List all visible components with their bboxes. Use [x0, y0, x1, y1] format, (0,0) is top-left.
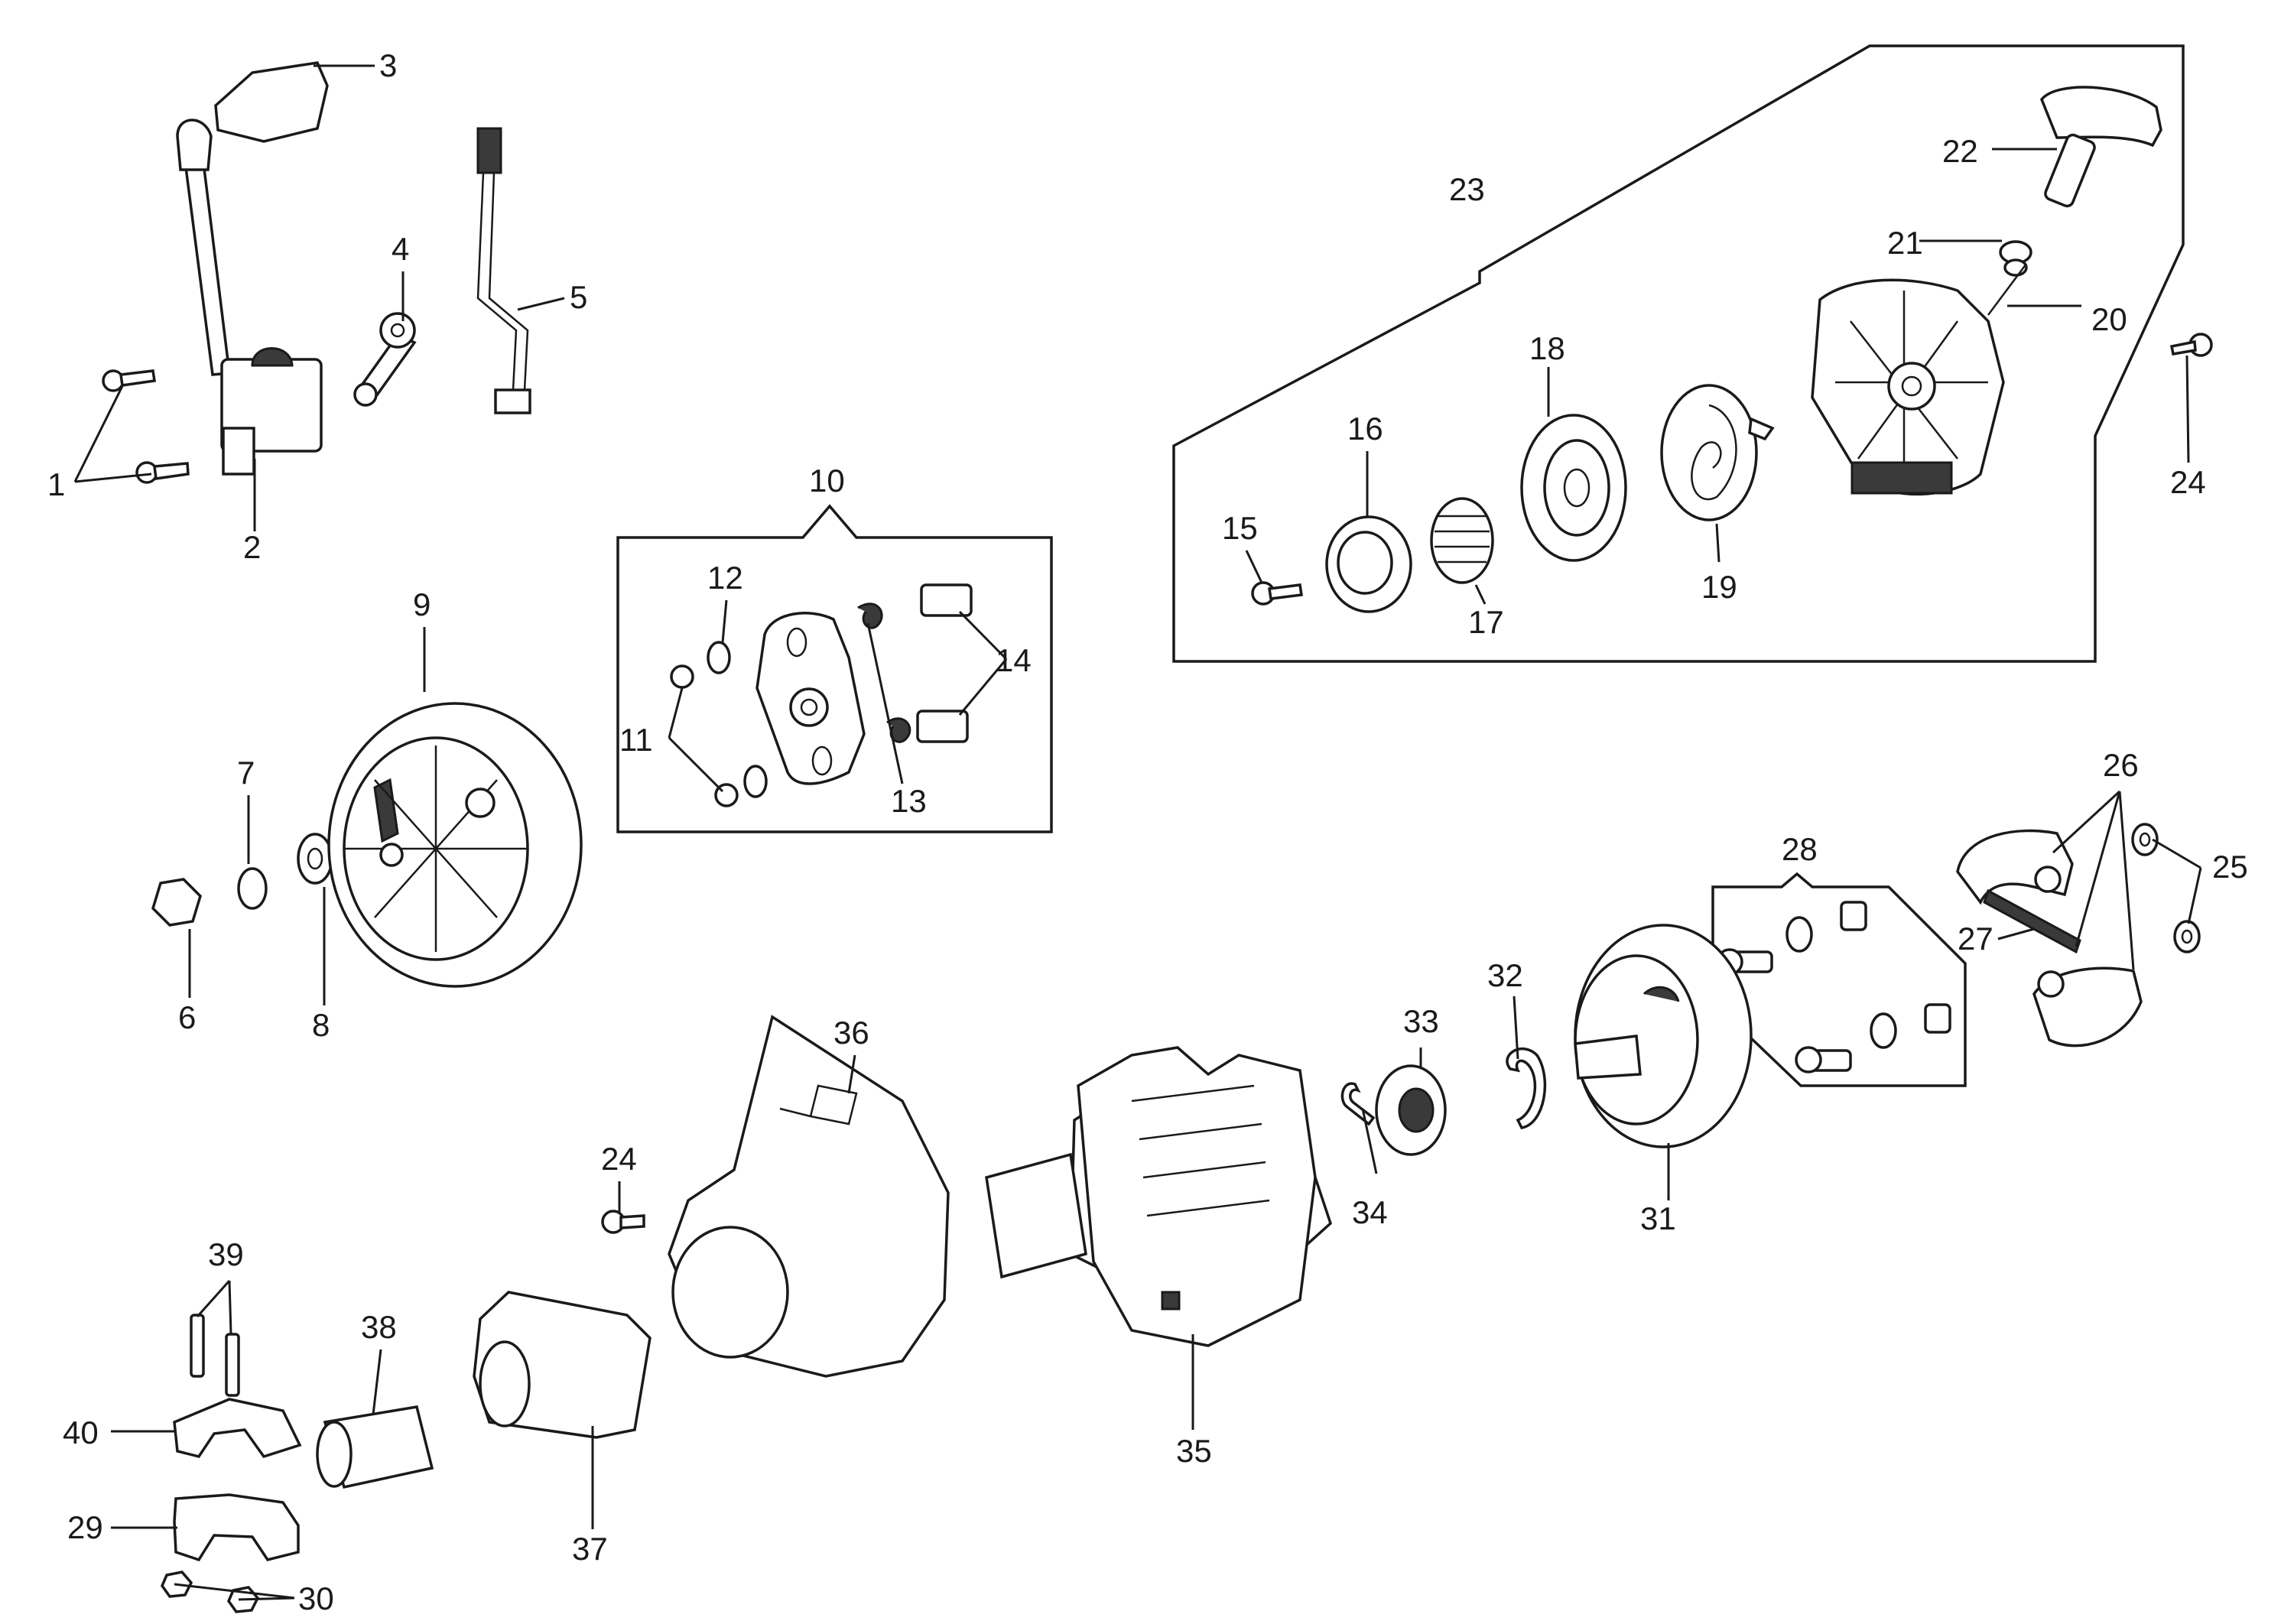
label-part-7: 7 — [237, 755, 255, 791]
label-part-8: 8 — [312, 1007, 330, 1043]
label-part-30: 30 — [298, 1580, 334, 1616]
group-frame-10 — [616, 504, 1053, 833]
label-part-24-lower: 24 — [601, 1141, 637, 1177]
label-part-36: 36 — [833, 1015, 869, 1051]
label-part-1: 1 — [47, 466, 65, 502]
part-labels: 1 2 3 4 5 6 7 8 9 10 11 12 13 14 15 16 1… — [47, 47, 2248, 1616]
leader-lines — [73, 64, 2202, 1601]
flywheel-part-9 — [327, 702, 583, 988]
clamp-upper-part-40 — [173, 1398, 302, 1459]
label-part-23: 23 — [1449, 171, 1485, 207]
label-part-21: 21 — [1887, 225, 1923, 261]
label-part-15: 15 — [1222, 510, 1258, 546]
label-part-12: 12 — [707, 560, 743, 596]
clips-washers-part-11-12 — [670, 641, 768, 807]
washer-part-8 — [297, 833, 333, 885]
nut-part-6 — [151, 878, 202, 927]
starter-housing-part-20 — [1811, 278, 2005, 495]
label-part-13: 13 — [891, 783, 927, 819]
tube-holder-part-37 — [473, 1291, 651, 1439]
clamp-lower-part-29 — [173, 1493, 300, 1562]
recoil-spring-part-19 — [1660, 384, 1775, 521]
label-part-35: 35 — [1176, 1433, 1212, 1469]
label-part-6: 6 — [178, 999, 196, 1035]
label-part-24-upper: 24 — [2170, 464, 2206, 500]
label-part-37: 37 — [572, 1531, 608, 1567]
label-part-17: 17 — [1468, 604, 1504, 640]
ignition-coil-part-2 — [176, 119, 323, 476]
pawls-part-14 — [916, 583, 973, 743]
clutch-drum-part-31 — [1574, 924, 1753, 1148]
spring-coil-part-17 — [1430, 497, 1494, 584]
label-part-34: 34 — [1352, 1194, 1388, 1230]
label-part-29: 29 — [67, 1509, 103, 1545]
label-part-19: 19 — [1701, 569, 1737, 605]
label-part-33: 33 — [1403, 1003, 1439, 1039]
guard-part-36 — [668, 1015, 950, 1378]
label-part-3: 3 — [379, 47, 397, 83]
label-part-5: 5 — [570, 279, 587, 315]
group-frame-23 — [1172, 44, 2185, 663]
bracket-part-4 — [353, 312, 417, 407]
label-part-26: 26 — [2103, 747, 2139, 783]
grommet-part-21 — [1999, 240, 2032, 277]
springs-part-13 — [857, 603, 911, 743]
label-part-28: 28 — [1782, 831, 1818, 867]
screw-part-24-lower — [601, 1210, 645, 1234]
label-part-18: 18 — [1529, 330, 1565, 366]
label-part-11: 11 — [619, 722, 653, 758]
label-part-22: 22 — [1942, 133, 1978, 169]
washers-part-25 — [2131, 823, 2201, 953]
label-part-2: 2 — [243, 529, 261, 565]
label-part-39: 39 — [208, 1236, 244, 1272]
label-part-16: 16 — [1347, 411, 1383, 447]
bearing-part-33 — [1375, 1064, 1447, 1156]
sleeve-part-38 — [316, 1405, 434, 1489]
bolts-bushings-part-28 — [1716, 901, 1951, 1073]
clutch-plate-part-10 — [755, 612, 866, 785]
label-part-40: 40 — [63, 1415, 99, 1450]
label-part-4: 4 — [392, 231, 409, 267]
label-part-38: 38 — [361, 1309, 397, 1345]
label-part-10: 10 — [809, 463, 845, 499]
screws-part-1 — [102, 369, 190, 484]
spark-plug-cap-part-3 — [214, 61, 329, 143]
clutch-spring-part-27 — [1983, 888, 2081, 954]
label-part-31: 31 — [1640, 1200, 1676, 1236]
label-part-27: 27 — [1958, 921, 1993, 957]
washer-part-7 — [237, 867, 268, 910]
pulley-hub-part-16 — [1325, 515, 1412, 613]
screw-part-24-upper — [2169, 333, 2213, 357]
starter-handle-part-22 — [1987, 86, 2162, 316]
label-part-32: 32 — [1487, 957, 1523, 993]
label-part-14: 14 — [996, 642, 1032, 678]
rope-pulley-part-18 — [1520, 414, 1627, 562]
label-part-25: 25 — [2212, 849, 2248, 885]
label-part-20: 20 — [2091, 301, 2127, 337]
group-frame-28 — [1711, 872, 1967, 1087]
wire-part-5 — [476, 127, 531, 414]
clutch-shoes-part-26 — [1956, 829, 2143, 1047]
snap-ring-part-34 — [1340, 1082, 1376, 1126]
screw-part-15 — [1251, 581, 1304, 606]
clutch-housing-part-35 — [985, 1046, 1333, 1347]
circlip-part-32 — [1506, 1047, 1547, 1129]
label-part-9: 9 — [413, 586, 431, 622]
